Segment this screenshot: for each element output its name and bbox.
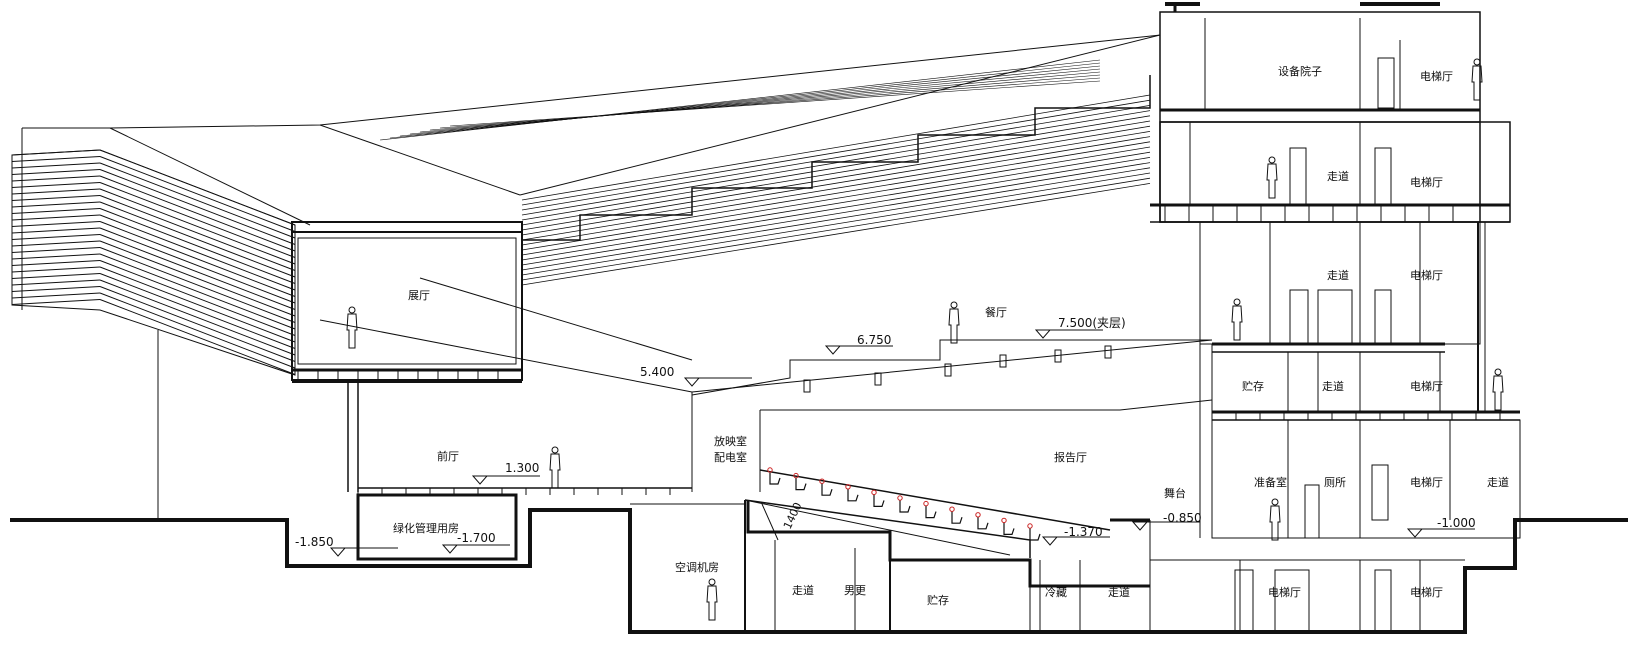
room-elevator-4: 电梯厅 [1410, 176, 1443, 189]
level-minus-1370: -1.370 [1064, 525, 1103, 539]
room-foyer: 前厅 [437, 449, 459, 463]
seat-mark [977, 516, 989, 530]
room-prep: 准备室 [1254, 475, 1287, 489]
seat-marker [845, 484, 851, 490]
room-equipment-yard: 设备院子 [1278, 64, 1322, 78]
room-ac: 空调机房 [675, 560, 719, 574]
seat-marker [793, 472, 799, 479]
room-corridor-3: 走道 [1327, 268, 1349, 282]
auditorium [744, 467, 1151, 632]
room-projection: 放映室 [714, 434, 747, 448]
level-marker [441, 544, 459, 554]
person-figure [948, 301, 960, 344]
person-figure [1266, 156, 1278, 199]
level-minus-0850: -0.850 [1163, 511, 1202, 525]
level-marker [1131, 521, 1149, 531]
person-figure [1269, 498, 1281, 541]
room-stage: 舞台 [1164, 486, 1186, 500]
level-minus-1000: -1.000 [1437, 516, 1476, 530]
seat-marker [949, 506, 955, 512]
level-plus-1300: 1.300 [505, 461, 539, 475]
level-marker [329, 547, 347, 557]
seat-mark [951, 511, 963, 524]
room-exhibition-hall: 展厅 [408, 289, 430, 302]
room-elevator-2: 电梯厅 [1410, 380, 1443, 393]
room-corridor-2: 走道 [1322, 379, 1344, 393]
seat-marker [923, 500, 929, 507]
level-marker [824, 345, 842, 355]
seat-marker [767, 467, 773, 473]
room-elevator-5: 电梯厅 [1420, 70, 1453, 83]
level-marker [1406, 528, 1424, 538]
room-corridor-lower-mid: 走道 [1108, 585, 1130, 599]
room-cold-storage: 冷藏 [1045, 586, 1067, 599]
seat-mark [1003, 522, 1015, 535]
seat-marker [975, 512, 981, 518]
person-figure [346, 306, 358, 349]
seat-mark [795, 477, 807, 491]
left-louvre-wall [11, 127, 311, 376]
level-marker [471, 475, 489, 485]
exhibition-box [291, 221, 523, 383]
room-auditorium: 报告厅 [1054, 450, 1087, 464]
level-marker [1041, 536, 1059, 546]
seat-mark [1029, 528, 1041, 541]
room-toilet: 厕所 [1324, 476, 1346, 489]
seat-mark [821, 483, 833, 496]
room-power: 配电室 [714, 450, 747, 464]
room-storage-2: 贮存 [1242, 379, 1264, 393]
restaurant-zone [319, 277, 1213, 492]
seat-marker [871, 489, 877, 496]
level-marker [1034, 329, 1052, 339]
room-greening: 绿化管理用房 [393, 521, 459, 535]
person-figure [1492, 368, 1504, 411]
room-restaurant: 餐厅 [985, 305, 1007, 319]
room-elevator-lower-1: 电梯厅 [1268, 586, 1301, 599]
ground-line [10, 508, 1628, 634]
person-figure [706, 578, 718, 621]
room-male-locker: 男更 [844, 584, 866, 597]
room-corridor-4: 走道 [1327, 169, 1349, 183]
level-plus-6750: 6.750 [857, 333, 891, 347]
room-elevator-lower-2: 电梯厅 [1410, 586, 1443, 599]
level-minus-1850: -1.850 [295, 535, 334, 549]
seat-mark [899, 500, 911, 513]
level-plus-5400: 5.400 [640, 365, 674, 379]
room-elevator-3: 电梯厅 [1410, 269, 1443, 282]
seat-mark [769, 472, 781, 485]
seat-marker [1027, 523, 1033, 529]
room-corridor-lower-left: 走道 [792, 583, 814, 597]
person-figure [549, 446, 561, 489]
room-elevator-g: 电梯厅 [1410, 476, 1443, 489]
seat-mark [847, 488, 859, 502]
person-figure [1231, 298, 1243, 341]
sloped-roof [109, 34, 1161, 286]
level-plus-7500: 7.500(夹层) [1058, 316, 1126, 330]
seat-marker [1001, 517, 1007, 524]
level-marker [683, 377, 701, 387]
right-tower [1150, 2, 1521, 539]
seat-marker [897, 495, 903, 501]
basement [630, 503, 1465, 633]
seat-mark [925, 505, 937, 519]
level-minus-1700: -1.700 [457, 531, 496, 545]
room-storage-lower: 贮存 [927, 593, 949, 607]
room-corridor-g: 走道 [1487, 475, 1509, 489]
seat-mark [873, 494, 885, 507]
seat-marker [819, 478, 825, 484]
person-figure [1471, 58, 1483, 101]
